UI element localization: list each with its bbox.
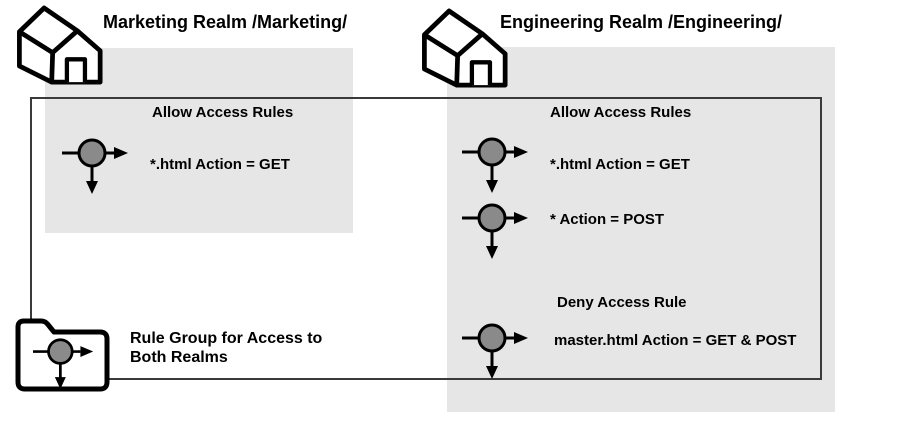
house-icon [8, 3, 103, 89]
rule-group-label: Rule Group for Access to Both Realms [130, 329, 322, 367]
engineering-allow-heading: Allow Access Rules [550, 104, 692, 121]
engineering-deny-heading: Deny Access Rule [557, 294, 687, 311]
engineering-allow-rule-2: * Action = POST [550, 211, 665, 228]
engineering-realm-region [447, 47, 835, 412]
marketing-realm-title: Marketing Realm /Marketing/ [103, 12, 348, 32]
rule-icon [62, 136, 130, 194]
rule-group-label-line2: Both Realms [130, 349, 228, 366]
rule-icon [462, 321, 530, 379]
engineering-allow-rule-1: *.html Action = GET [550, 156, 690, 173]
rule-group-label-line1: Rule Group for Access to [130, 330, 323, 347]
rule-icon [462, 201, 530, 259]
rule-group-boundary [30, 97, 822, 380]
engineering-realm-title: Engineering Realm /Engineering/ [500, 12, 783, 32]
marketing-allow-rule: *.html Action = GET [150, 156, 290, 173]
rule-icon [462, 135, 530, 193]
rule-icon [33, 336, 95, 389]
engineering-deny-rule: master.html Action = GET & POST [554, 332, 797, 349]
marketing-allow-heading: Allow Access Rules [152, 104, 294, 121]
house-icon [413, 6, 508, 92]
